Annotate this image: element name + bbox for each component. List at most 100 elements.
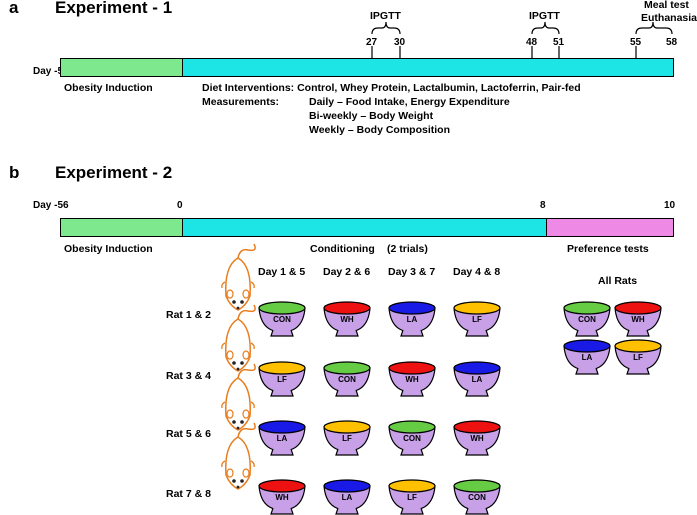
bowl-rim-yellow (453, 301, 501, 315)
bowl-label: LF (277, 375, 287, 384)
bowl-label: CON (338, 375, 356, 384)
rat-icon-2 (221, 304, 256, 372)
bowl-foot (270, 507, 294, 515)
bowl-rim-yellow (614, 339, 662, 353)
bowl-foot (465, 448, 489, 456)
conditioning-label: Conditioning (310, 243, 375, 255)
bowl-r4-c3: LF (388, 479, 436, 515)
ipgtt-bracket-2 (531, 21, 560, 35)
bowl-r1-c3: LA (388, 301, 436, 337)
bowl-foot (335, 507, 359, 515)
bowl-foot (626, 367, 650, 375)
bowl-label: CON (578, 315, 596, 324)
rat-tail (237, 363, 256, 379)
bowl-r1-c2: WH (323, 301, 371, 337)
bowl-rim-blue (258, 420, 306, 434)
trials-label: (2 trials) (387, 243, 428, 255)
bowl-rim-yellow (323, 420, 371, 434)
preference-tests-label: Preference tests (567, 243, 649, 255)
rat-body (225, 436, 251, 490)
bowl-foot (575, 367, 599, 375)
euthanasia-label: Euthanasia (641, 12, 697, 24)
rat-body (225, 318, 251, 372)
rat-paw (221, 281, 226, 289)
bowl-foot (270, 389, 294, 397)
panel-b-tick-8: 8 (540, 200, 546, 211)
bowl-r1-c1: CON (258, 301, 306, 337)
panel-a-title: Experiment - 1 (55, 0, 173, 17)
rat-paw (221, 342, 226, 350)
bowl-foot (335, 448, 359, 456)
bowl-foot (270, 448, 294, 456)
bowl-r2-c2: CON (323, 361, 371, 397)
row-label-1: Rat 1 & 2 (166, 309, 211, 321)
bowl-label: WH (631, 315, 645, 324)
rat-paw (250, 460, 255, 468)
panel-a-tick-27: 27 (366, 37, 378, 48)
bowl-label: LA (472, 375, 483, 384)
rat-nose (236, 306, 240, 310)
bowl-rim-green (323, 361, 371, 375)
bowl-rim-green (453, 479, 501, 493)
rat-paw (250, 401, 255, 409)
panel-a-day-label: Day -56 (33, 66, 69, 77)
rat-nose (236, 485, 240, 489)
bowl-r2-c3: WH (388, 361, 436, 397)
bowl-rim-red (388, 361, 436, 375)
panel-a-brackets (371, 21, 673, 58)
panel-a-tick-55: 55 (630, 37, 642, 48)
bowl-label: LF (342, 434, 352, 443)
rat-icon-1 (221, 243, 256, 311)
bowl-r1-c4: LF (453, 301, 501, 337)
bowl-foot (335, 329, 359, 337)
bowl-label: LF (633, 353, 643, 362)
panel-b-preference-bar (546, 218, 674, 237)
panel-a-tick-48: 48 (526, 37, 538, 48)
panel-b-tick-10: 10 (664, 200, 676, 211)
preference-bowl-2: WH (614, 301, 662, 337)
bowl-label: WH (275, 493, 289, 502)
bowl-label: CON (273, 315, 291, 324)
meal-test-label: Meal test (644, 0, 689, 11)
measurements-label: Measurements: (202, 96, 280, 108)
bowl-r3-c2: LF (323, 420, 371, 456)
ipgtt-label-1: IPGTT (370, 10, 401, 22)
rat-eye (232, 361, 236, 365)
panel-b-day-label: Day -56 (33, 200, 69, 211)
panel-b-tick-0: 0 (177, 200, 183, 211)
rat-eye (240, 300, 244, 304)
panel-b-letter: b (9, 163, 20, 182)
panel-a-intervention-bar (182, 58, 674, 77)
rat-nose (236, 367, 240, 371)
rat-paw (221, 460, 226, 468)
row-label-2: Rat 3 & 4 (166, 370, 211, 382)
bowl-foot (465, 389, 489, 397)
bowl-foot (575, 329, 599, 337)
rat-tail (237, 243, 256, 259)
bowl-label: WH (340, 315, 354, 324)
meal-test-bracket (635, 21, 673, 35)
all-rats-label: All Rats (598, 275, 638, 287)
bowl-foot (400, 448, 424, 456)
bowl-r4-c1: WH (258, 479, 306, 515)
bowl-foot (626, 329, 650, 337)
panel-a-tick-30: 30 (394, 37, 406, 48)
bowl-r3-c1: LA (258, 420, 306, 456)
bowl-label: LA (342, 493, 353, 502)
bowl-label: WH (470, 434, 484, 443)
rat-eye (232, 300, 236, 304)
rat-eye (240, 361, 244, 365)
bowl-rim-green (563, 301, 611, 315)
bowl-label: CON (468, 493, 486, 502)
bowl-rim-blue (453, 361, 501, 375)
bowl-rim-green (258, 301, 306, 315)
day-header-4: Day 4 & 8 (453, 266, 501, 278)
bowl-rim-blue (563, 339, 611, 353)
rat-ear (226, 468, 234, 478)
rat-body (225, 257, 251, 311)
rat-tail (237, 422, 256, 438)
preference-bowl-3: LA (563, 339, 611, 375)
measurement-daily: Daily – Food Intake, Energy Expenditure (309, 96, 510, 108)
bowl-r2-c1: LF (258, 361, 306, 397)
